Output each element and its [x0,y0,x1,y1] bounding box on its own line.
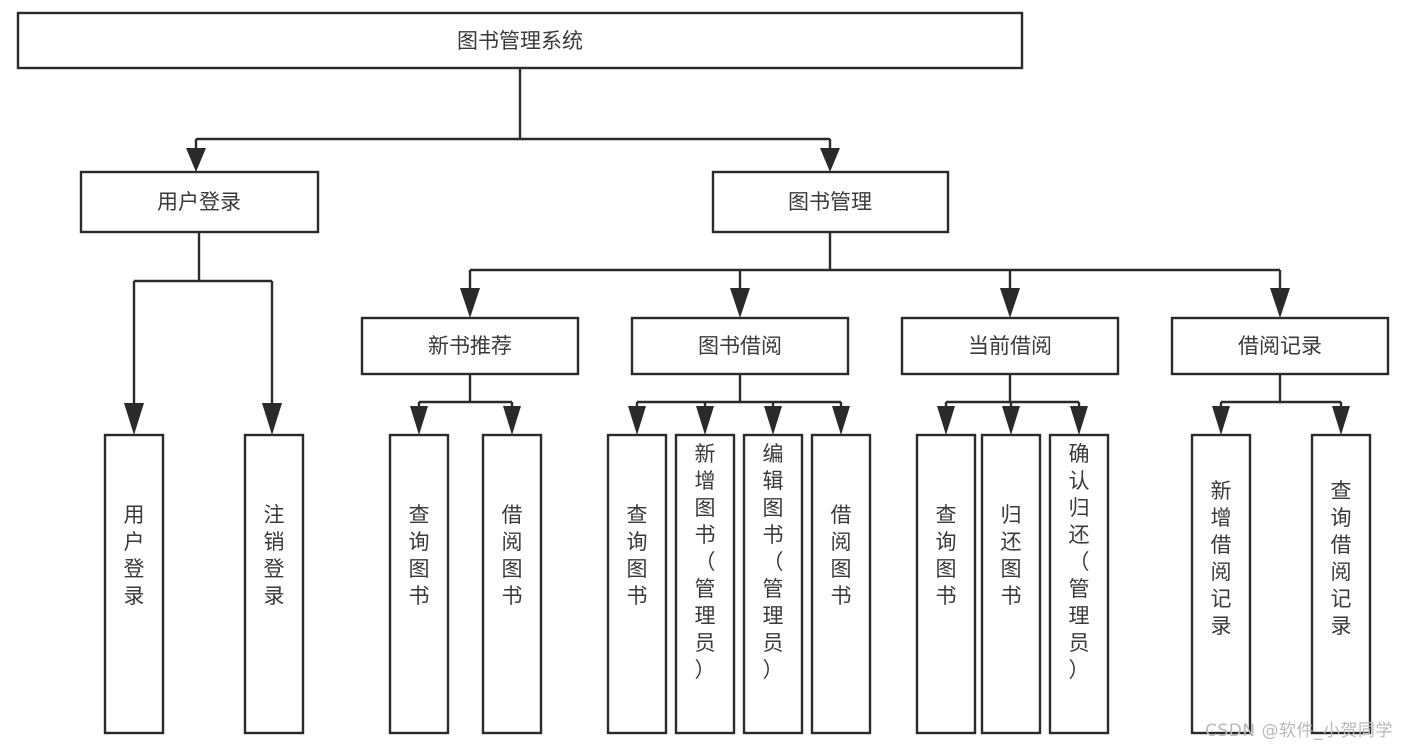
arrow-to-leaf-confirm-return [1070,406,1088,435]
arrow-to-leaf-query-book-3 [937,406,955,435]
node-leaf-user-logout-box[interactable] [243,433,305,735]
node-leaf-return-book[interactable]: 归还图书 [980,433,1042,735]
node-leaf-add-book-label: 新增图书（管理员） [695,442,716,682]
node-new-book-recommend-label: 新书推荐 [428,334,512,358]
node-leaf-borrow-book-1-box[interactable] [481,433,543,735]
node-leaf-user-logout[interactable]: 注销登录 [243,433,305,735]
arrow-to-leaf-query-record [1332,406,1350,435]
node-leaf-add-book[interactable]: 新增图书（管理员） [674,433,736,735]
arrow-to-current-borrow [1000,288,1020,318]
arrow-to-new-book-recommend [460,288,480,318]
node-new-book-recommend-box[interactable] [360,316,580,376]
node-user-login-box[interactable] [79,170,320,234]
node-leaf-user-login[interactable]: 用户登录 [103,433,165,735]
arrow-to-book-borrow [730,288,750,318]
node-leaf-query-book-3-box[interactable] [915,433,977,735]
node-leaf-confirm-return[interactable]: 确认归还（管理员） [1048,433,1110,735]
node-book-manage-label: 图书管理 [788,190,872,214]
node-leaf-user-logout-label: 注销登录 [264,503,285,608]
node-borrow-record-box[interactable] [1170,316,1390,376]
arrow-to-leaf-add-book [696,406,714,435]
node-leaf-query-book-2-box[interactable] [606,433,668,735]
arrow-to-leaf-query-book-1 [410,406,428,435]
node-book-borrow-box[interactable] [630,316,850,376]
node-leaf-query-book-1[interactable]: 查询图书 [388,433,450,735]
node-leaf-borrow-book-2-label: 借阅图书 [831,503,852,608]
node-leaf-query-book-3[interactable]: 查询图书 [915,433,977,735]
arrow-to-leaf-query-book-2 [628,406,646,435]
node-leaf-query-record[interactable]: 查询借阅记录 [1310,433,1372,735]
arrow-to-leaf-borrow-book-1 [503,406,521,435]
node-current-borrow-label: 当前借阅 [968,334,1052,358]
node-leaf-confirm-return-label: 确认归还（管理员） [1069,442,1090,682]
node-leaf-query-book-1-box[interactable] [388,433,450,735]
node-root[interactable]: 图书管理系统 [16,11,1024,70]
node-borrow-record[interactable]: 借阅记录 [1170,316,1390,376]
node-book-manage-box[interactable] [711,170,950,234]
node-leaf-borrow-book-2[interactable]: 借阅图书 [810,433,872,735]
node-leaf-return-book-label: 归还图书 [1001,503,1022,608]
node-root-label: 图书管理系统 [457,29,583,53]
arrow-to-leaf-add-record [1212,406,1230,435]
node-leaf-edit-book-box[interactable] [742,433,804,735]
node-leaf-add-record[interactable]: 新增借阅记录 [1190,433,1252,735]
node-leaf-user-login-label: 用户登录 [124,503,145,608]
node-leaf-query-book-2[interactable]: 查询图书 [606,433,668,735]
node-leaf-edit-book[interactable]: 编辑图书（管理员） [742,433,804,735]
arrow-to-leaf-user-login [124,403,144,435]
csdn-watermark: CSDN @软件_小贺同学 [1205,721,1393,741]
node-leaf-borrow-book-1-label: 借阅图书 [502,503,523,608]
node-leaf-query-record-label: 查询借阅记录 [1331,479,1352,638]
node-leaf-query-book-1-label: 查询图书 [409,503,430,608]
arrow-to-book-manage [820,148,840,172]
arrow-to-leaf-user-logout [262,403,282,435]
node-current-borrow-box[interactable] [900,316,1120,376]
node-user-login[interactable]: 用户登录 [79,170,320,234]
node-user-login-label: 用户登录 [157,190,241,214]
arrow-to-leaf-borrow-book-2 [832,406,850,435]
node-leaf-user-login-box[interactable] [103,433,165,735]
node-leaf-borrow-book-1[interactable]: 借阅图书 [481,433,543,735]
arrow-to-user-login [186,148,206,172]
connectors-layer [124,68,1350,435]
node-root-box[interactable] [16,11,1024,70]
node-leaf-return-book-box[interactable] [980,433,1042,735]
node-current-borrow[interactable]: 当前借阅 [900,316,1120,376]
node-leaf-query-book-3-label: 查询图书 [936,503,957,608]
node-leaf-query-book-2-label: 查询图书 [627,503,648,608]
node-book-borrow[interactable]: 图书借阅 [630,316,850,376]
node-new-book-recommend[interactable]: 新书推荐 [360,316,580,376]
node-book-borrow-label: 图书借阅 [698,334,782,358]
node-leaf-add-record-label: 新增借阅记录 [1211,479,1232,638]
node-leaf-add-book-box[interactable] [674,433,736,735]
arrow-to-leaf-return-book [1002,406,1020,435]
node-borrow-record-label: 借阅记录 [1238,334,1322,358]
node-leaf-add-record-box[interactable] [1190,433,1252,735]
node-leaf-borrow-book-2-box[interactable] [810,433,872,735]
node-leaf-edit-book-label: 编辑图书（管理员） [763,442,784,682]
node-book-manage[interactable]: 图书管理 [711,170,950,234]
arrow-to-borrow-record [1270,288,1290,318]
node-leaf-query-record-box[interactable] [1310,433,1372,735]
node-leaf-confirm-return-box[interactable] [1048,433,1110,735]
arrow-to-leaf-edit-book [764,406,782,435]
